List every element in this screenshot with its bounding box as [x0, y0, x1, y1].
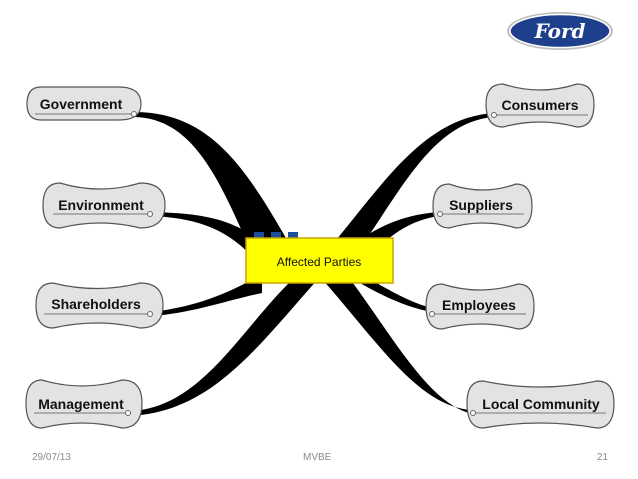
branch-environment [150, 212, 262, 268]
node-environment-label: Environment [58, 197, 144, 213]
node-environment-connector [147, 211, 153, 217]
node-government-shape [26, 86, 142, 121]
ford-logo: Ford [507, 12, 613, 50]
node-suppliers-connector [437, 211, 443, 217]
node-suppliers-shape [432, 183, 533, 229]
node-suppliers-label: Suppliers [449, 197, 513, 213]
branch-consumers [320, 113, 494, 262]
branch-management [128, 279, 318, 416]
node-consumers-label: Consumers [501, 97, 578, 113]
node-management: Management [25, 379, 143, 429]
node-local-community: Local Community [466, 380, 615, 429]
node-consumers-shape [485, 83, 595, 128]
center-node-marker-2 [271, 232, 281, 238]
node-government: Government [26, 86, 142, 121]
node-management-label: Management [38, 396, 124, 412]
node-suppliers: Suppliers [432, 183, 533, 229]
node-shareholders-shape [35, 282, 164, 329]
ford-logo-wordmark: Ford [534, 19, 586, 43]
center-node-marker-1 [254, 232, 264, 238]
node-consumers-connector [491, 112, 497, 118]
node-employees-label: Employees [442, 297, 516, 313]
node-local-community-connector [470, 410, 476, 416]
node-shareholders: Shareholders [35, 282, 164, 329]
footer-date: 29/07/13 [32, 452, 71, 463]
branch-employees [355, 278, 432, 312]
node-local-community-label: Local Community [482, 396, 600, 412]
center-node: Affected Parties [245, 232, 394, 284]
branch-shareholders [150, 274, 262, 316]
branch-local-community [322, 279, 473, 414]
footer-page-number: 21 [596, 452, 608, 463]
node-local-community-shape [466, 380, 615, 429]
node-management-connector [125, 410, 131, 416]
node-consumers: Consumers [485, 83, 595, 128]
node-employees: Employees [425, 283, 535, 330]
node-shareholders-connector [147, 311, 153, 317]
center-node-marker-3 [288, 232, 298, 238]
ford-logo-oval [509, 13, 611, 49]
node-employees-shape [425, 283, 535, 330]
center-node-box [245, 237, 394, 284]
center-node-label: Affected Parties [277, 255, 362, 269]
node-government-connector [131, 111, 137, 117]
node-employees-connector [429, 311, 435, 317]
node-environment: Environment [42, 182, 166, 229]
node-management-shape [25, 379, 143, 429]
node-shareholders-label: Shareholders [51, 296, 141, 312]
node-government-label: Government [40, 96, 123, 112]
node-environment-shape [42, 182, 166, 229]
footer-center-text: MVBE [303, 452, 332, 463]
